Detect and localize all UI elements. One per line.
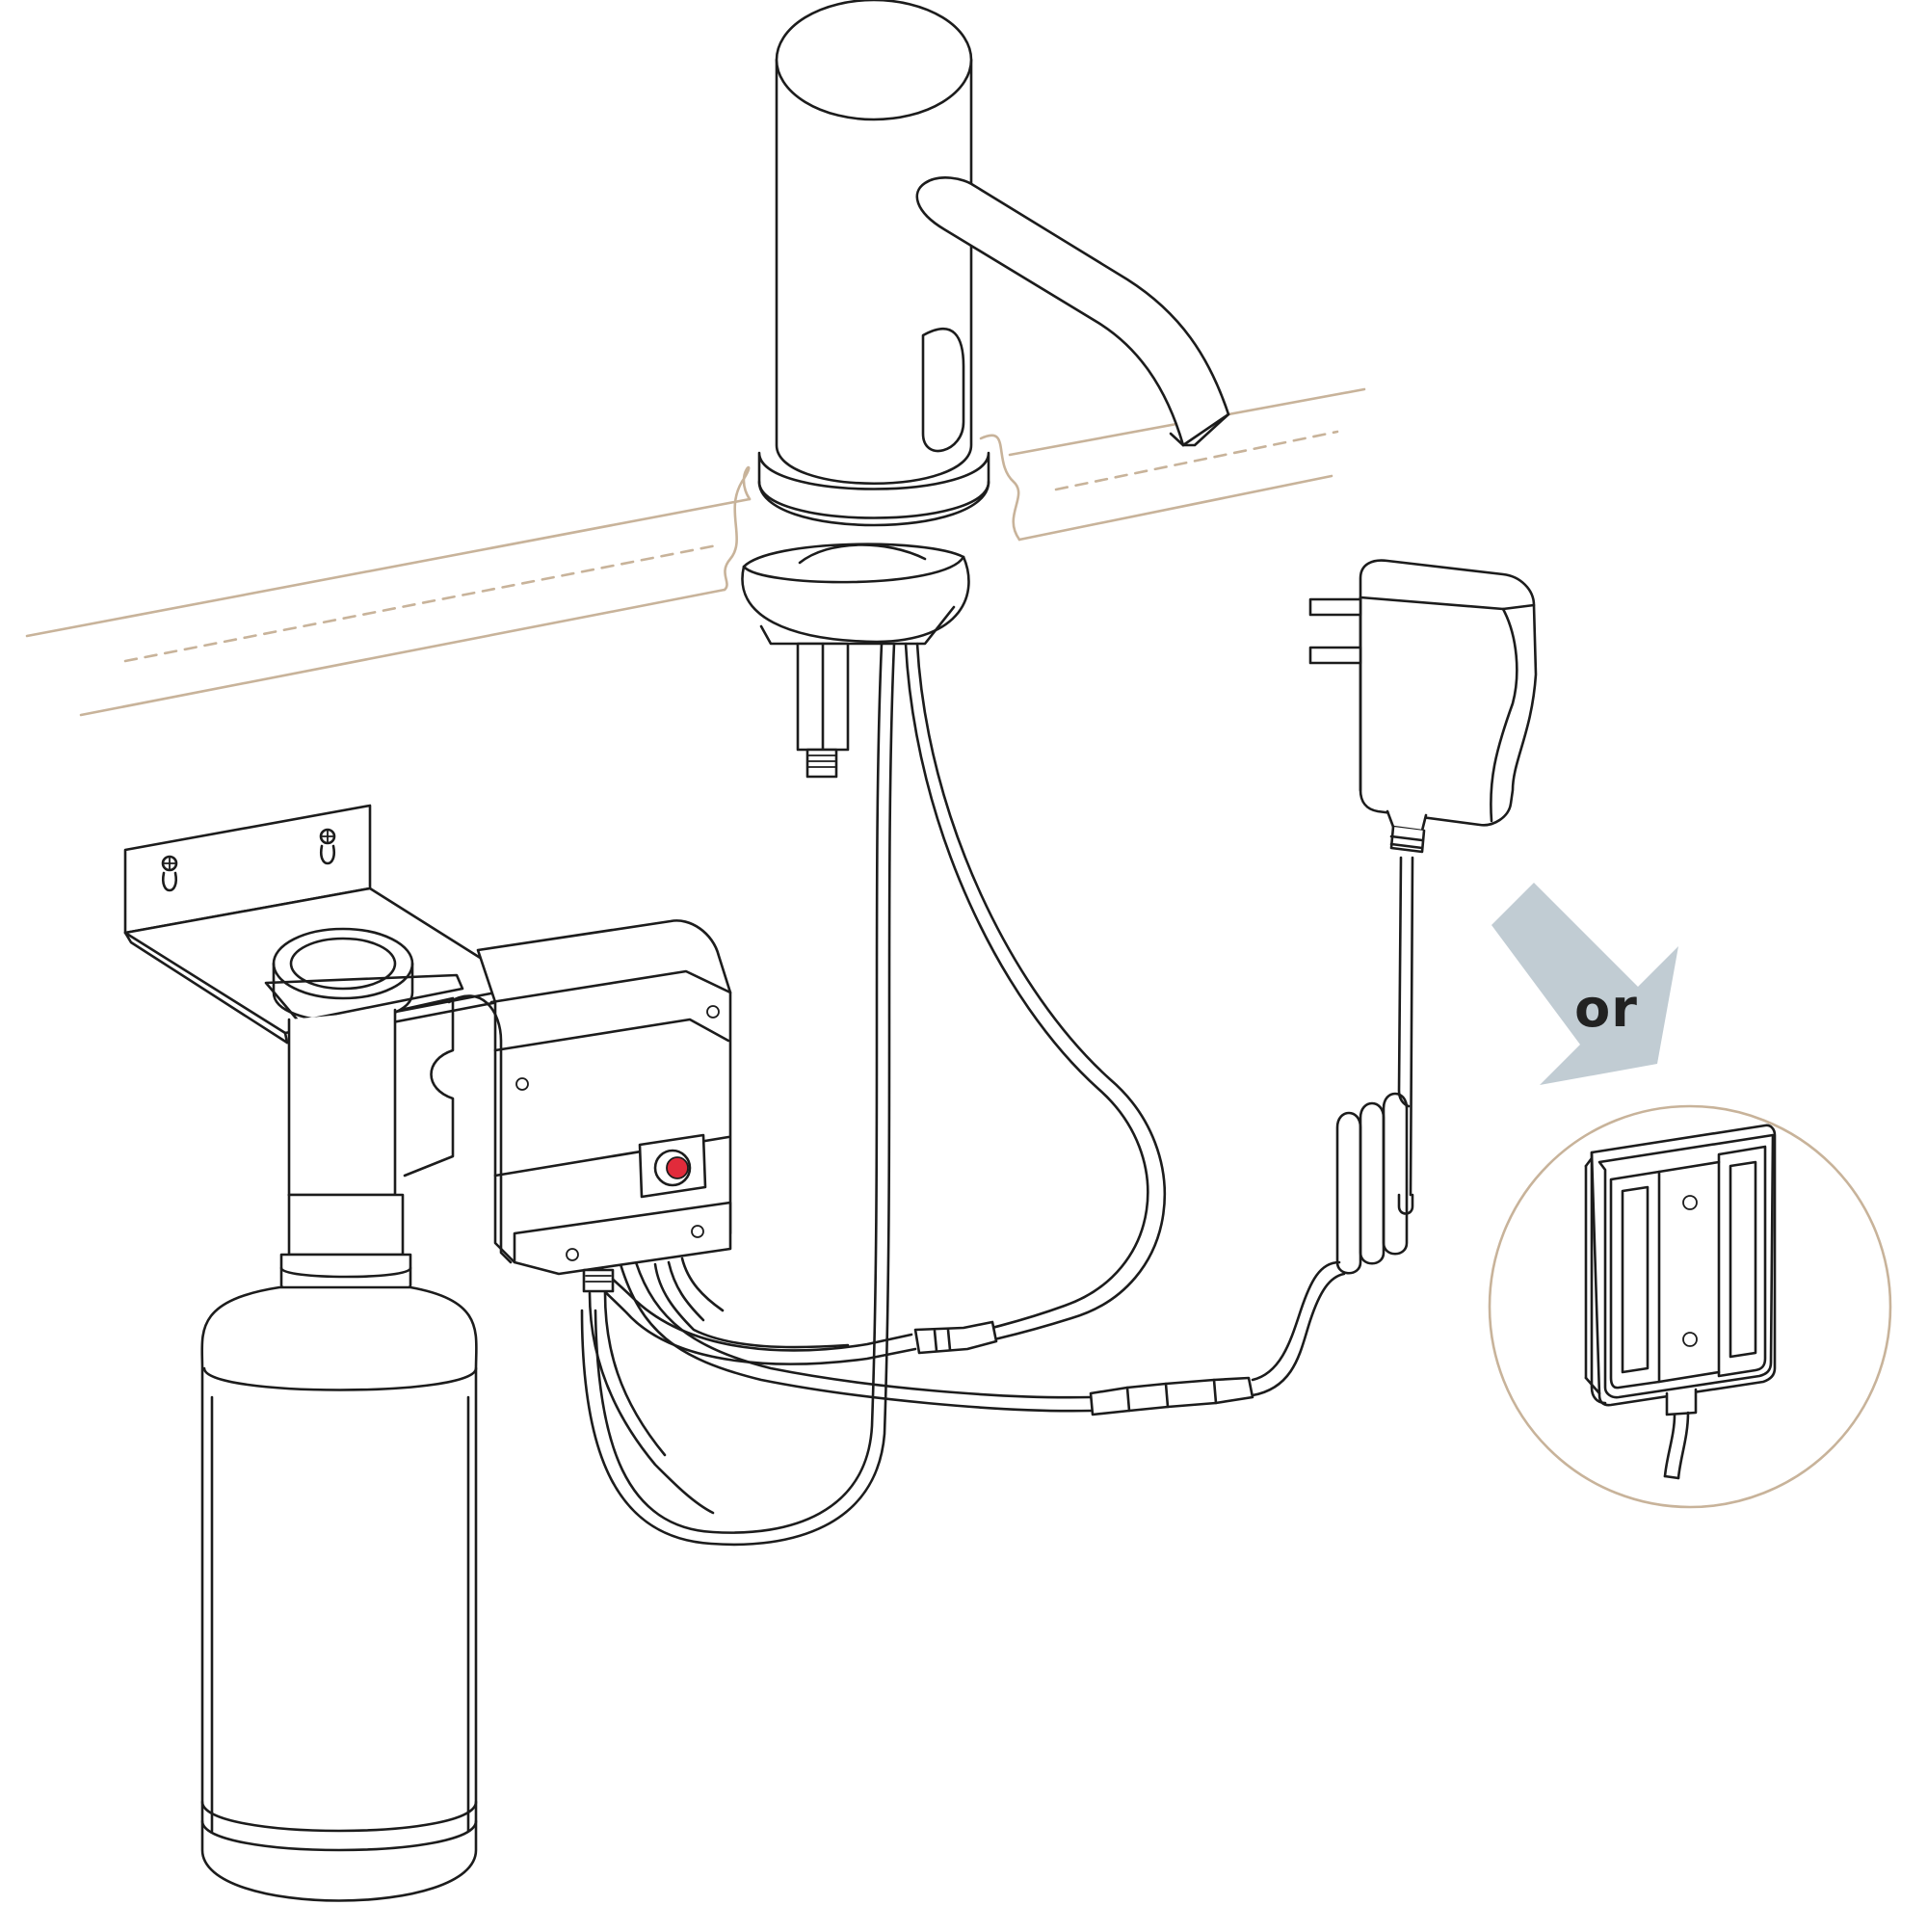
- countertop-bottom-edge-left: [79, 588, 726, 717]
- connector-large: [1089, 1376, 1254, 1416]
- countertop-hidden-edge-left: [123, 543, 719, 663]
- spout: [915, 176, 1230, 447]
- faucet-mount-nut: [741, 543, 970, 779]
- test-button: [666, 1156, 689, 1179]
- output-nozzle: [582, 1268, 615, 1293]
- countertop-bottom-edge-right: [1017, 474, 1333, 542]
- or-label: or: [1574, 978, 1638, 1039]
- countertop: [25, 387, 1366, 717]
- battery-box-callout: [1488, 1104, 1892, 1509]
- countertop-hidden-edge-right: [1054, 430, 1339, 491]
- detail-circle: [1488, 1104, 1892, 1509]
- pump-mounting-bracket: [123, 804, 530, 1045]
- power-adapter: [1308, 559, 1538, 854]
- countertop-break-left: [723, 465, 752, 592]
- countertop-top-edge-left: [25, 497, 752, 638]
- pump-tube: [264, 927, 464, 1205]
- soap-bottle: [200, 1193, 478, 1902]
- battery-box: [1584, 1124, 1777, 1480]
- box-screw-top: [1682, 1195, 1698, 1210]
- sensor-faucet: [757, 0, 1230, 527]
- connector-small: [913, 1320, 998, 1355]
- or-arrow: [1491, 883, 1678, 1085]
- sensor-window: [921, 328, 965, 453]
- unit-screw: [515, 1077, 529, 1091]
- plug-prong-bottom: [1308, 646, 1362, 665]
- unit-screw: [706, 1005, 720, 1019]
- plug-prong-top: [1308, 597, 1362, 617]
- countertop-break-right: [979, 434, 1021, 542]
- unit-base-plate: [513, 1201, 732, 1276]
- box-screw-bottom: [1682, 1332, 1698, 1347]
- soap-pump-unit: [399, 919, 850, 1515]
- power-cable: [619, 856, 1414, 1416]
